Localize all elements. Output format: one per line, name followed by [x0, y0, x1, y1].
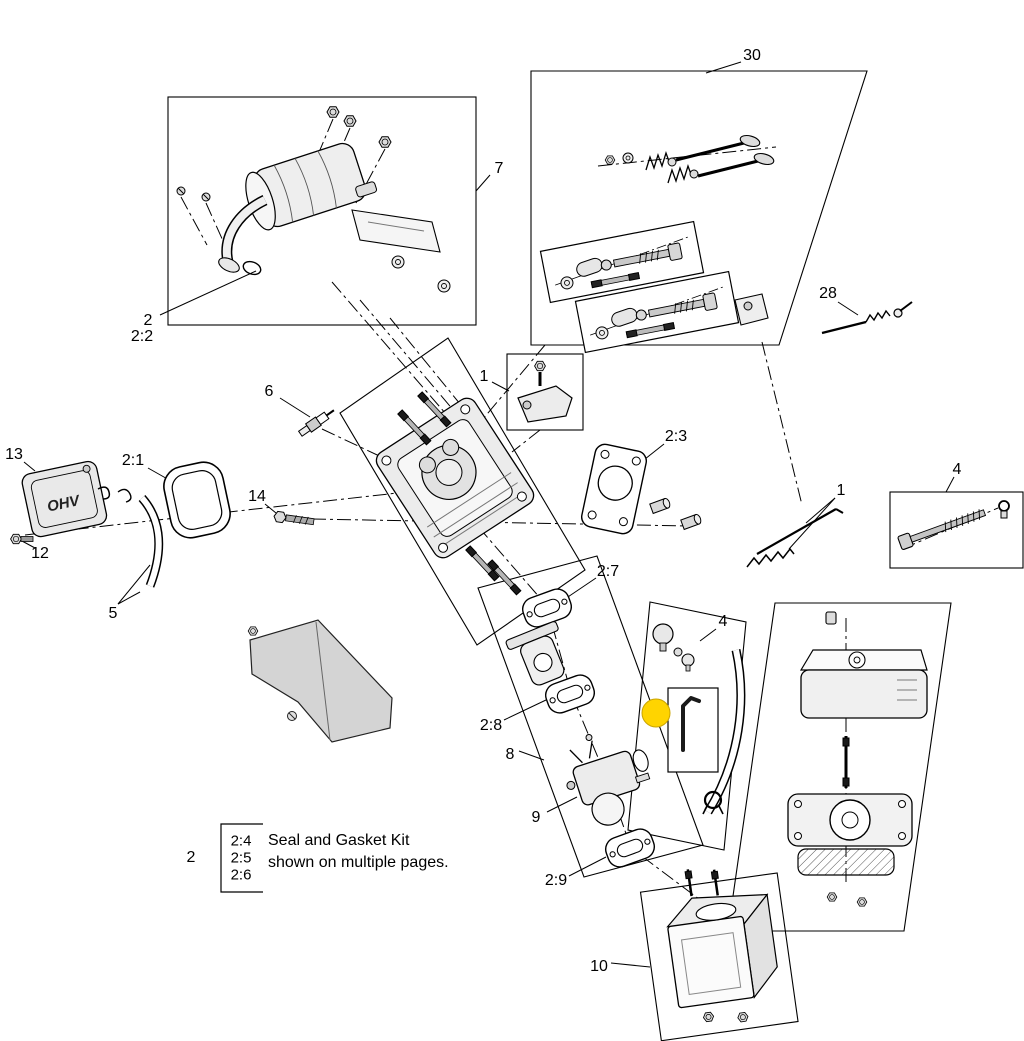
exhaust-gasket [242, 260, 262, 276]
callout-1-bracket[interactable]: 1 [479, 368, 489, 385]
valve-stem [697, 159, 759, 178]
valve-spring [645, 150, 671, 171]
callout-9[interactable]: 9 [531, 809, 541, 826]
air-cleaner-base [666, 869, 778, 1023]
bolt-kit-4 [897, 500, 1010, 550]
insulator-gasket-2-9 [601, 824, 659, 872]
callout-2-1[interactable]: 2:1 [121, 452, 145, 469]
air-filter-group [787, 611, 928, 907]
callout-2-8[interactable]: 2:8 [479, 717, 503, 734]
callout-12[interactable]: 12 [31, 545, 49, 562]
bolt-12 [10, 533, 34, 545]
intake-manifold [505, 621, 565, 686]
leader-lines [21, 61, 955, 968]
clip [998, 500, 1010, 512]
callout-2-7[interactable]: 2:7 [596, 563, 620, 580]
bracket-group-box [506, 353, 584, 431]
callout-2-muffler[interactable]: 2 [143, 312, 153, 329]
cover-clip [97, 486, 111, 500]
callout-13[interactable]: 13 [5, 446, 23, 463]
callout-2-2[interactable]: 2:2 [130, 328, 154, 345]
control-bracket-1 [517, 360, 573, 423]
callout-30[interactable]: 30 [743, 47, 761, 64]
callout-2-3[interactable]: 2:3 [664, 428, 688, 445]
tube-clamp [703, 790, 723, 810]
intake-group-box [477, 555, 704, 878]
kit-4-parts [641, 623, 746, 815]
head-gasket-2-3 [580, 443, 702, 535]
governor-bracket [734, 293, 769, 326]
note-text-line1: Seal and Gasket Kit [268, 832, 410, 849]
air-filter-cover [799, 649, 928, 719]
note-text-line2: shown on multiple pages. [268, 854, 449, 871]
callout-1-governor[interactable]: 1 [836, 482, 846, 499]
note-item-2-4: 2:4 [230, 832, 252, 850]
tube-clip [117, 488, 132, 503]
cylinder-head [375, 391, 535, 596]
valve-stem [675, 141, 745, 162]
callout-4-kit[interactable]: 4 [718, 613, 728, 630]
valve-train-parts [539, 134, 775, 354]
valvetrain-group-box [530, 70, 868, 346]
cylinder-head-group-box [339, 337, 586, 646]
heat-shield [247, 619, 393, 743]
air-filter-base-plate [787, 793, 913, 847]
carburetor [566, 733, 651, 826]
bolt-14 [273, 510, 315, 526]
air-filter-group-box [727, 602, 952, 932]
callout-2-note[interactable]: 2 [186, 849, 196, 866]
callout-14[interactable]: 14 [248, 488, 266, 505]
callout-6[interactable]: 6 [264, 383, 274, 400]
callout-10[interactable]: 10 [590, 958, 608, 975]
cover-clip [825, 611, 837, 625]
callout-2-9[interactable]: 2:9 [544, 872, 568, 889]
bolt-kit-group-box [889, 491, 1024, 569]
callout-5[interactable]: 5 [108, 605, 118, 622]
callout-28[interactable]: 28 [819, 285, 837, 302]
highlight-frame [667, 687, 719, 773]
spark-plug [297, 409, 335, 437]
air-cleaner-base-group-box [639, 872, 799, 1041]
valve-spring [667, 163, 693, 184]
governor-spring [746, 547, 795, 568]
valve-cover-marking: OHV [46, 492, 83, 516]
muffler-assembly [176, 106, 451, 293]
air-filter-element [797, 848, 895, 876]
valve-cover-gasket [163, 461, 231, 539]
governor-link-parts [746, 508, 844, 568]
valve-cover-group: OHV [10, 460, 315, 588]
note-item-2-6: 2:6 [230, 866, 252, 884]
callout-4-bolt[interactable]: 4 [952, 461, 962, 478]
callout-8[interactable]: 8 [505, 746, 515, 763]
retainer-pin [681, 696, 701, 752]
note-bracket [220, 823, 263, 893]
selected-part-highlight[interactable] [641, 698, 671, 728]
group-boxes [167, 70, 1024, 1041]
muffler-group-box [167, 96, 477, 326]
callout-7[interactable]: 7 [494, 160, 504, 177]
note-item-2-5: 2:5 [230, 849, 252, 867]
governor-rod-28 [821, 301, 913, 335]
intake-carburetor-group [505, 584, 659, 872]
